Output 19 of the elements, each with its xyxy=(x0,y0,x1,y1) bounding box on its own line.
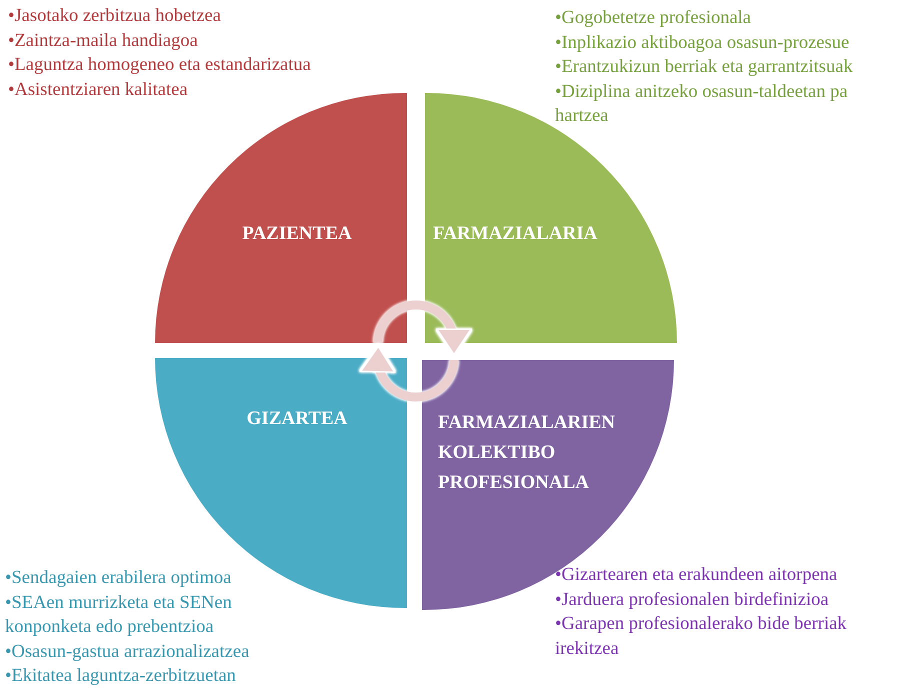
bullet-item: •Inplikazio aktiboagoa osasun-prozesue xyxy=(555,32,850,54)
sector-title: GIZARTEA xyxy=(246,407,348,431)
bullet-item: •Erantzukizun berriak eta garrantzitsuak xyxy=(555,56,854,79)
bullet-item: •Sendagaien erabilera optimoa xyxy=(5,567,232,590)
bullet-item: •Gizartearen eta erakundeen aitorpena xyxy=(555,564,838,587)
bullet-item: •Jarduera profesionalen birdefinizioa xyxy=(555,588,830,612)
bullet-item: •Ekitatea laguntza-zerbitzuetan xyxy=(5,665,237,688)
bullet-item: •Jasotako zerbitzua hobetzea xyxy=(8,5,222,28)
sector-title: FARMAZIALARIA xyxy=(433,222,598,246)
bullet-item: •Osasun-gastua arrazionalizatzea xyxy=(5,640,250,664)
sector-title: FARMAZIALARIEN KOLEKTIBO PROFESIONALA xyxy=(438,411,616,495)
sector-title: PAZIENTEA xyxy=(242,222,352,246)
bullet-item: •Asistentziaren kalitatea xyxy=(8,78,189,102)
bullet-item: •Zaintza-maila handiagoa xyxy=(8,30,199,52)
bullet-item: •Garapen profesionalerako bide berriak irekitzea xyxy=(555,613,848,660)
bullet-item: •Gogobetetze profesionala xyxy=(555,7,752,30)
bullet-item: •SEAen murrizketa eta SENen konponketa edo prebentzioa xyxy=(5,592,233,639)
bullet-item: •Diziplina anitzeko osasun-taldeetan pa hartzea xyxy=(555,80,849,128)
bullet-item: •Laguntza homogeneo eta estandarizatua xyxy=(8,54,312,77)
